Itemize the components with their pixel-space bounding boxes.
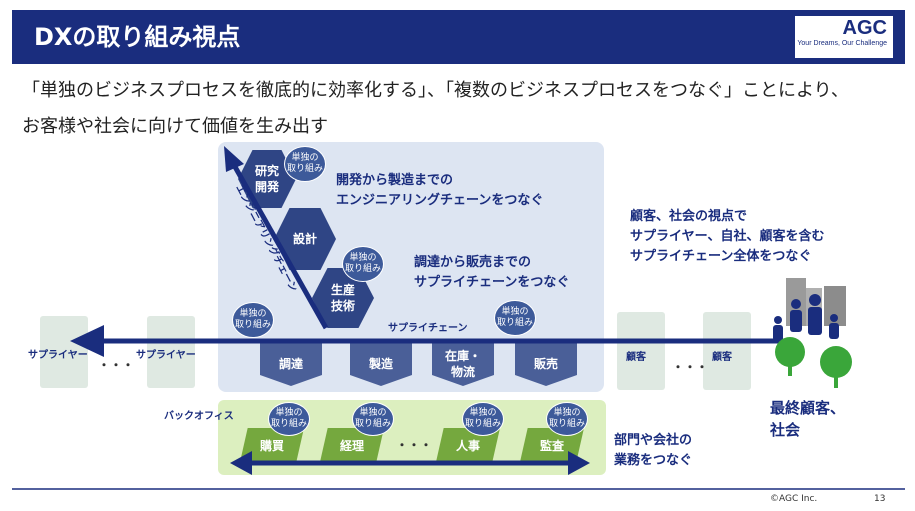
standalone-badge-purchasing: 単独の取り組み [268, 402, 310, 436]
person-1-head [791, 299, 801, 309]
agc-logo: AGC Your Dreams, Our Challenge [795, 16, 893, 58]
standalone-badge-sales: 単独の取り組み [494, 300, 536, 336]
hex-design: 設計 [274, 208, 336, 270]
engineering-chain-arrow [231, 163, 329, 330]
tree-1 [775, 337, 805, 367]
supplier-ellipsis: ・・・ [98, 358, 135, 372]
back-office-note-line-1: 部門や会社の [614, 433, 693, 448]
engineering-note-line-1: 開発から製造までの [336, 173, 454, 188]
standalone-badge-procurement: 単独の取り組み [232, 302, 274, 338]
standalone-badge-audit: 単独の取り組み [546, 402, 588, 436]
person-4-head [774, 316, 782, 324]
supply-step-procurement: 調達 [260, 342, 322, 386]
customer-box-2 [703, 312, 751, 390]
header-bar: DXの取り組み視点 AGC Your Dreams, Our Challenge [12, 10, 905, 64]
person-3-body [829, 323, 839, 339]
tree-2 [820, 346, 852, 378]
customer-label-1: 顧客 [626, 352, 646, 363]
supplier-label-far: サプライヤー [28, 350, 88, 361]
back-office-label: バックオフィス [164, 411, 234, 422]
supplier-box-near [147, 316, 195, 388]
person-2-body [808, 307, 822, 335]
supply-note-line-1: 調達から販売までの [414, 255, 532, 270]
customer-box-1 [617, 312, 665, 390]
bo-step-audit: 監査 [520, 428, 584, 462]
supplier-label-near: サプライヤー [136, 350, 196, 361]
building-3 [824, 286, 846, 326]
back-office-arrowhead-right [568, 451, 590, 475]
person-3-head [830, 314, 838, 322]
lead-line-2: お客様や社会に向けて価値を生み出す [22, 116, 328, 137]
end-customer-line-2: 社会 [770, 421, 801, 439]
engineering-chain-arrowhead [224, 146, 244, 172]
footer-copyright: ©AGC Inc. [770, 494, 818, 504]
right-note-line-1: 顧客、社会の視点で [630, 209, 748, 224]
standalone-badge-research: 単独の取り組み [284, 146, 326, 182]
supplier-box-far [40, 316, 88, 388]
standalone-badge-production: 単独の取り組み [342, 246, 384, 282]
supply-chain-label: サプライチェーン [388, 323, 468, 334]
customer-label-2: 顧客 [712, 352, 732, 363]
back-office-note-line-2: 業務をつなぐ [614, 453, 693, 468]
logo-text: AGC [842, 17, 887, 39]
bo-ellipsis: ・・・ [396, 438, 433, 452]
lead-line-1: 「単独のビジネスプロセスを徹底的に効率化する」、「複数のビジネスプロセスをつなぐ… [22, 80, 849, 101]
logo-tagline: Your Dreams, Our Challenge [797, 40, 887, 47]
person-4-body [773, 325, 783, 341]
supply-step-inventory-logistics: 在庫・物流 [432, 342, 494, 386]
supply-chain-arrowhead [70, 325, 104, 357]
person-2-head [809, 294, 821, 306]
footer-page-number: 13 [874, 494, 886, 504]
right-note-line-3: サプライチェーン全体をつなぐ [630, 249, 812, 264]
back-office-arrowhead-left [230, 451, 252, 475]
standalone-badge-accounting: 単独の取り組み [352, 402, 394, 436]
engineering-note-line-2: エンジニアリングチェーンをつなぐ [336, 193, 544, 208]
end-customer-line-1: 最終顧客、 [770, 399, 846, 417]
right-note-line-2: サプライヤー、自社、顧客を含む [630, 229, 825, 244]
supply-note-line-2: サプライチェーンをつなぐ [414, 275, 570, 290]
standalone-badge-hr: 単独の取り組み [462, 402, 504, 436]
supply-step-sales: 販売 [515, 342, 577, 386]
customer-ellipsis: ・・・ [672, 360, 709, 374]
supply-step-manufacturing: 製造 [350, 342, 412, 386]
slide-title: DXの取り組み視点 [34, 23, 241, 51]
person-1-body [790, 310, 802, 332]
